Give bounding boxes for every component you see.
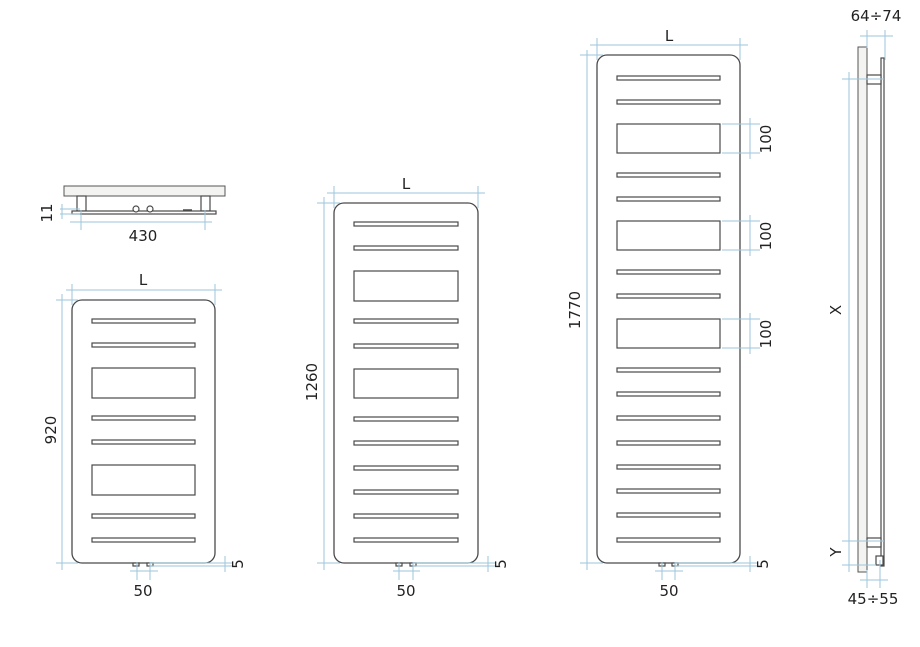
radiator-920: L 920 50 5 [42,271,247,600]
side-bottom-dim-label: 45÷55 [848,590,899,608]
r1770-width-label: L [665,27,674,45]
side-y-label: Y [827,547,845,558]
r920-height-label: 920 [42,416,60,445]
r1260-height-label: 1260 [303,363,321,401]
r1770-offset-label: 5 [754,559,772,569]
top-view: 11 430 [38,185,226,245]
side-x-label: X [827,305,845,315]
r920-offset-label: 5 [229,559,247,569]
r920-spacing-label: 50 [133,582,152,600]
top-depth-label: 11 [38,203,56,222]
r1770-box2-label: 100 [757,222,775,251]
r1260-offset-label: 5 [492,559,510,569]
r1770-height-label: 1770 [566,291,584,329]
r1770-box1-label: 100 [757,125,775,154]
top-width-label: 430 [129,227,158,245]
r1770-spacing-label: 50 [659,582,678,600]
radiator-1770: L 1770 100 100 100 50 5 [566,27,775,600]
side-top-dim-label: 64÷74 [851,7,902,25]
r1770-box3-label: 100 [757,320,775,349]
r1260-width-label: L [402,175,411,193]
r1260-spacing-label: 50 [396,582,415,600]
radiator-1260: L 1260 50 5 [303,175,510,600]
side-view: 64÷74 X Y 45÷55 [827,7,901,608]
r920-width-label: L [139,271,148,289]
